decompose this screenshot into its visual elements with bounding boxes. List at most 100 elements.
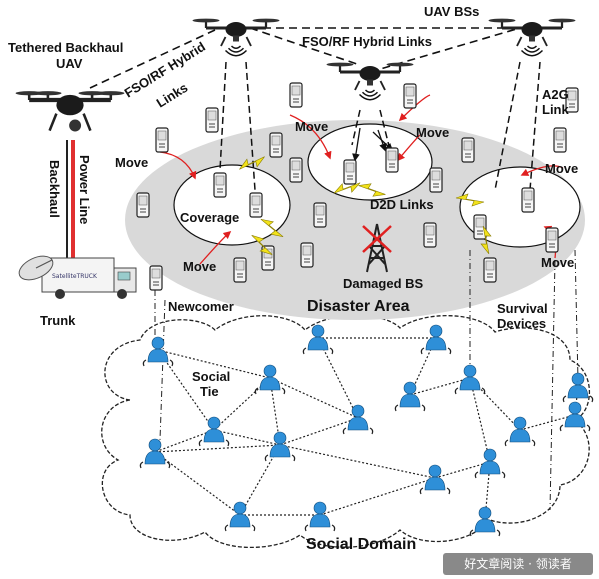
- mobile-phone-icon: [213, 172, 227, 198]
- user-icon: [474, 448, 506, 479]
- social-tie-link: [154, 444, 281, 453]
- move-arrow: [396, 134, 421, 162]
- move-label-2: Move: [295, 119, 328, 134]
- mobile-phone-icon: [461, 137, 475, 163]
- fso-rf-backhaul-link: [249, 27, 361, 66]
- social-tie-link: [157, 349, 271, 379]
- damaged-bs-icon: [362, 223, 392, 273]
- user-icon: [504, 416, 536, 447]
- tethered-backhaul-uav-label-line1: Tethered Backhaul: [8, 40, 123, 55]
- backhaul-label: Backhaul: [47, 160, 62, 218]
- mobile-phone-icon: [233, 257, 247, 283]
- move-arrow: [520, 165, 564, 176]
- a2g-link: [219, 61, 227, 171]
- satellite-truck-icon: SatelliteTRUCK: [18, 255, 137, 299]
- projection-link: [549, 259, 556, 511]
- move-arrow: [289, 114, 332, 160]
- mobile-phone-icon: [149, 265, 163, 291]
- social-tie-link: [154, 451, 241, 516]
- tethered-backhaul-drone-icon: [15, 91, 125, 132]
- social-tie-link: [213, 429, 281, 446]
- d2d-lightning-icon: [333, 182, 361, 194]
- mobile-phone-icon: [385, 147, 399, 173]
- mobile-phone-icon: [136, 192, 150, 218]
- disaster-area-label: Disaster Area: [307, 298, 410, 315]
- d2d-lightning-icon: [480, 225, 492, 255]
- social-tie-label-line1: Social: [192, 369, 230, 384]
- mobile-phone-icon: [155, 127, 169, 153]
- survival-devices-label-line1: Survival: [497, 301, 548, 316]
- coverage-label: Coverage: [180, 210, 239, 225]
- user-icon: [419, 464, 451, 495]
- social-tie-label-line2: Tie: [200, 384, 219, 399]
- user-icon: [198, 416, 230, 447]
- a2g-link: [351, 109, 361, 146]
- mobile-phone-icon: [565, 87, 579, 113]
- move-label-5: Move: [183, 259, 216, 274]
- social-tie-link: [157, 349, 215, 431]
- mobile-phone-icon: [289, 82, 303, 108]
- social-tie-link: [434, 461, 491, 479]
- mobile-phone-icon: [313, 202, 327, 228]
- move-arrow: [199, 230, 232, 265]
- uav-bs-middle-drone-icon: [326, 62, 414, 101]
- social-tie-link: [279, 444, 436, 479]
- move-label-6: Move: [541, 255, 574, 270]
- move-arrow: [159, 151, 197, 180]
- uav-bs-right-drone-icon: [488, 18, 576, 57]
- mobile-phone-icon: [300, 242, 314, 268]
- mobile-phone-icon: [289, 157, 303, 183]
- power-line-label: Power Line: [77, 155, 92, 224]
- user-icon: [142, 336, 174, 367]
- d2d-lightning-icon: [260, 218, 284, 238]
- tethered-backhaul-uav-label-line2: UAV: [56, 56, 83, 71]
- coverage-circle-middle: [307, 123, 433, 201]
- mobile-phone-icon: [205, 107, 219, 133]
- user-icon: [469, 506, 501, 537]
- mobile-phone-icon: [473, 214, 487, 240]
- social-tie-link: [317, 337, 359, 419]
- social-tie-link: [269, 377, 359, 419]
- mobile-phone-icon: [423, 222, 437, 248]
- user-icon: [420, 324, 452, 355]
- user-icon: [302, 324, 334, 355]
- fso-rf-backhaul-link: [89, 29, 216, 89]
- social-tie-link: [154, 429, 215, 453]
- mobile-phone-icon: [249, 192, 263, 218]
- projection-link: [159, 299, 166, 441]
- move-arrow: [398, 94, 431, 122]
- user-icon: [562, 372, 594, 403]
- fso-rf-hybrid-links-top-label: FSO/RF Hybrid Links: [302, 34, 432, 49]
- d2d-lightning-icon: [251, 235, 273, 255]
- mobile-phone-icon: [553, 127, 567, 153]
- damaged-bs-label: Damaged BS: [343, 276, 424, 291]
- user-icon: [454, 364, 486, 395]
- social-tie-link: [519, 414, 576, 431]
- mobile-phone-icon: [403, 83, 417, 109]
- user-icon: [264, 431, 296, 462]
- mobile-phone-icon: [545, 227, 559, 253]
- social-tie-link: [279, 417, 359, 446]
- coverage-circle-left: [173, 164, 291, 246]
- social-tie-link: [319, 477, 436, 516]
- d2d-links-label: D2D Links: [370, 197, 434, 212]
- move-label-4: Move: [545, 161, 578, 176]
- truck-side-text: SatelliteTRUCK: [52, 273, 98, 280]
- user-icon: [304, 501, 336, 532]
- d2d-lightning-icon: [358, 183, 386, 197]
- user-icon: [559, 401, 591, 432]
- newcomer-label: Newcomer: [168, 299, 234, 314]
- move-label-1: Move: [115, 155, 148, 170]
- mobile-phone-icon: [429, 167, 443, 193]
- projection-link: [574, 249, 579, 381]
- survival-devices-label-line2: Devices: [497, 316, 546, 331]
- user-icon: [139, 438, 171, 469]
- mobile-phone-icon: [521, 187, 535, 213]
- d2d-lightning-icon: [239, 156, 265, 170]
- a2g-arrow: [377, 129, 387, 152]
- user-icon: [254, 364, 286, 395]
- user-icon: [224, 501, 256, 532]
- watermark: 好文章阅读 · 领读者: [443, 553, 593, 575]
- move-label-3: Move: [416, 125, 449, 140]
